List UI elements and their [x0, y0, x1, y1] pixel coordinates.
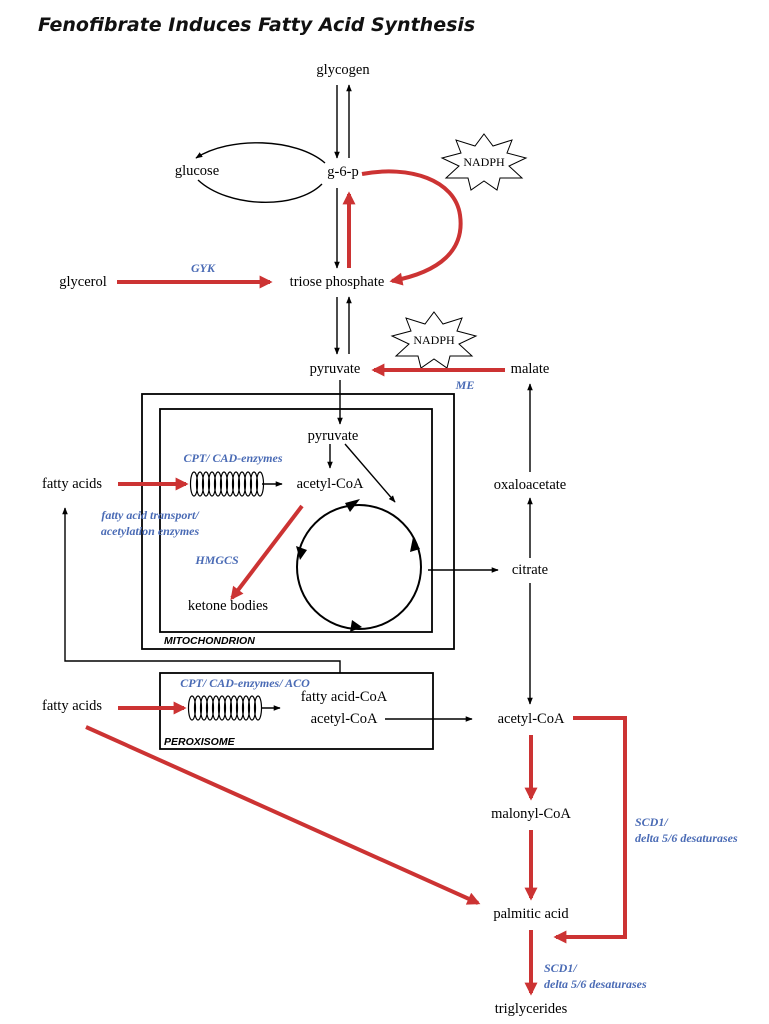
induced-red-arrows — [85, 169, 627, 996]
node-glucose: glucose — [175, 163, 219, 179]
enzyme-scd1-right-line2: delta 5/6 desaturases — [635, 831, 738, 845]
node-fatty-acid-coa: fatty acid-CoA — [301, 689, 388, 705]
node-fatty-acids-1: fatty acids — [42, 476, 102, 492]
node-acetyl-coa-cyto: acetyl-CoA — [498, 711, 565, 727]
mitochondrion-label: MITOCHONDRION — [164, 635, 255, 647]
enzyme-gyk: GYK — [191, 261, 216, 275]
black-pathway-arrows — [62, 84, 533, 722]
starburst-icon — [440, 133, 528, 191]
starburst-icon — [390, 311, 478, 369]
enzyme-scd1-bottom-line1: SCD1/ — [544, 961, 578, 975]
svg-text:NADPH: NADPH — [413, 333, 455, 347]
enzyme-cpt-mito: CPT/ CAD-enzymes — [184, 451, 283, 465]
node-glycogen: glycogen — [316, 62, 370, 78]
node-pyruvate: pyruvate — [310, 361, 361, 377]
node-palmitic-acid: palmitic acid — [493, 906, 569, 922]
diagram-title: Fenofibrate Induces Fatty Acid Synthesis — [38, 14, 475, 36]
enzyme-hmgcs: HMGCS — [194, 553, 239, 567]
node-oxaloacetate: oxaloacetate — [494, 477, 566, 493]
enzyme-fa-transport-line2: acetylation enzymes — [101, 524, 200, 538]
node-malate: malate — [511, 361, 550, 377]
node-citrate: citrate — [512, 562, 548, 578]
nadph-badge-mid: NADPH — [390, 311, 478, 369]
enzyme-me: ME — [455, 378, 475, 392]
node-triglycerides: triglycerides — [495, 1001, 568, 1017]
peroxisome-label: PEROXISOME — [164, 736, 236, 748]
svg-text:NADPH: NADPH — [463, 155, 505, 169]
node-g6p: g-6-p — [327, 164, 358, 180]
node-glycerol: glycerol — [59, 274, 107, 290]
mitochondrion-compartment: MITOCHONDRION — [141, 393, 455, 650]
nadph-badge-top: NADPH — [440, 133, 528, 191]
enzyme-scd1-bottom-line2: delta 5/6 desaturases — [544, 977, 647, 991]
enzyme-scd1-right-line1: SCD1/ — [635, 815, 669, 829]
node-pyruvate-mito: pyruvate — [308, 428, 359, 444]
node-fatty-acids-2: fatty acids — [42, 698, 102, 714]
enzyme-cpt-perox: CPT/ CAD-enzymes/ ACO — [180, 676, 310, 690]
transporter-coil-mito — [189, 471, 265, 497]
node-malonyl-coa: malonyl-CoA — [491, 806, 571, 822]
transporter-coil-perox — [187, 695, 263, 721]
node-acetyl-coa-mito: acetyl-CoA — [297, 476, 364, 492]
node-ketone-bodies: ketone bodies — [188, 598, 268, 614]
enzyme-fa-transport-line1: fatty acid transport/ — [101, 508, 200, 522]
peroxisome-compartment: PEROXISOME — [159, 672, 434, 750]
tca-cycle — [296, 499, 422, 632]
node-acetyl-coa-perox: acetyl-CoA — [311, 711, 378, 727]
node-triose-phosphate: triose phosphate — [290, 274, 385, 290]
